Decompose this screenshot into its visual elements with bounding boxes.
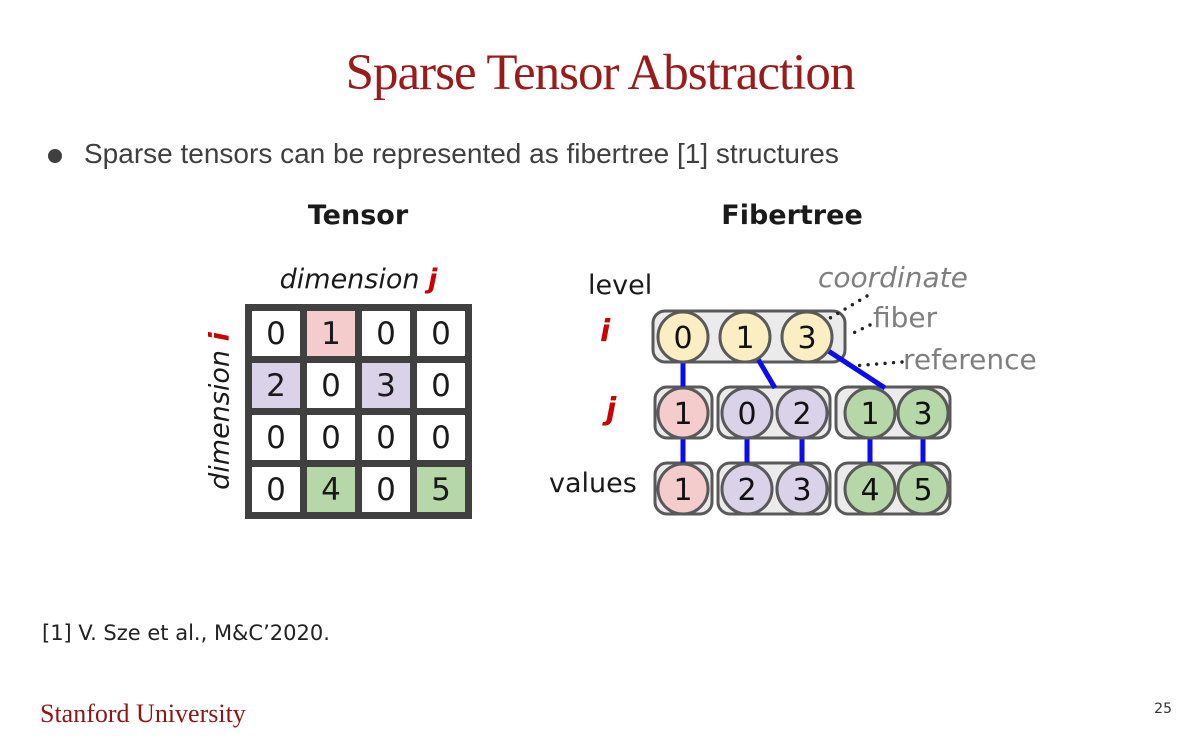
fibertree-node: 1 <box>656 386 710 440</box>
fibertree-node: 1 <box>718 310 772 364</box>
page-number: 25 <box>1154 701 1172 717</box>
reference-pointer-line <box>850 360 904 368</box>
level-j-letter: j <box>606 392 617 427</box>
bullet-item: Sparse tensors can be represented as fib… <box>48 138 839 170</box>
reference-label: reference <box>903 343 1037 376</box>
fibertree-node: 3 <box>780 310 834 364</box>
tensor-cell: 4 <box>307 467 355 512</box>
page-title: Sparse Tensor Abstraction <box>345 45 856 101</box>
tensor-cell: 0 <box>252 467 300 512</box>
svg-text:4: 4 <box>860 473 879 508</box>
fiber-label: fiber <box>873 301 938 334</box>
tensor-cell: 0 <box>252 415 300 460</box>
tensor-cell: 0 <box>417 415 465 460</box>
fibertree-node: 2 <box>775 386 829 440</box>
coordinate-pointer-line <box>823 294 869 323</box>
svg-text:1: 1 <box>860 397 879 432</box>
dimension-i-label: dimension i <box>205 332 236 490</box>
svg-text:3: 3 <box>913 397 932 432</box>
svg-text:2: 2 <box>737 473 756 508</box>
tensor-cell: 3 <box>362 363 410 408</box>
fibertree-diagram: 0 1 3 1 0 2 1 3 <box>651 294 952 516</box>
fibertree-heading: Fibertree <box>721 200 863 231</box>
tensor-heading: Tensor <box>307 200 409 231</box>
dimension-word: dimension <box>279 264 420 295</box>
svg-text:2: 2 <box>792 397 811 432</box>
tensor-cell: 0 <box>362 467 410 512</box>
fibertree-node: 0 <box>720 386 774 440</box>
bullet-text: Sparse tensors can be represented as fib… <box>84 138 839 169</box>
stanford-logo: Stanford University <box>40 699 246 728</box>
values-label: values <box>549 468 637 499</box>
tensor-cell: 1 <box>307 311 355 356</box>
tensor-cell: 0 <box>362 415 410 460</box>
fibertree-node: 4 <box>843 462 897 516</box>
svg-text:1: 1 <box>735 321 754 356</box>
svg-text:5: 5 <box>913 473 932 508</box>
svg-text:1: 1 <box>673 473 692 508</box>
fibertree-node: 2 <box>720 462 774 516</box>
tensor-cell: 0 <box>307 415 355 460</box>
fibertree-node: 5 <box>896 462 950 516</box>
dimension-i-letter: i <box>204 332 236 342</box>
tensor-cell: 0 <box>252 311 300 356</box>
fibertree-node: 1 <box>843 386 897 440</box>
fibertree-node: 3 <box>775 462 829 516</box>
svg-text:0: 0 <box>737 397 756 432</box>
tensor-cell: 0 <box>307 363 355 408</box>
fibertree-node: 1 <box>656 462 710 516</box>
footnote: [1] V. Sze et al., M&C’2020. <box>42 621 330 645</box>
tensor-cell: 5 <box>417 467 465 512</box>
dimension-word: dimension <box>204 349 236 490</box>
svg-text:3: 3 <box>792 473 811 508</box>
svg-text:0: 0 <box>673 321 692 356</box>
dimension-j-label: dimension j <box>245 264 472 295</box>
tensor-matrix: 0 1 0 0 2 0 3 0 0 0 0 0 0 4 0 5 <box>245 304 472 519</box>
level-label: level <box>588 270 653 301</box>
fibertree-node: 3 <box>896 386 950 440</box>
dimension-j-letter: j <box>428 264 438 295</box>
level-i-letter: i <box>600 314 611 349</box>
tensor-cell: 2 <box>252 363 300 408</box>
svg-text:3: 3 <box>797 321 816 356</box>
coordinate-label: coordinate <box>818 261 968 294</box>
bullet-icon <box>48 149 62 163</box>
tensor-cell: 0 <box>417 363 465 408</box>
fiber-pointer-line <box>845 323 872 338</box>
tensor-cell: 0 <box>417 311 465 356</box>
fibertree-node: 0 <box>656 310 710 364</box>
svg-text:1: 1 <box>673 397 692 432</box>
tensor-cell: 0 <box>362 311 410 356</box>
